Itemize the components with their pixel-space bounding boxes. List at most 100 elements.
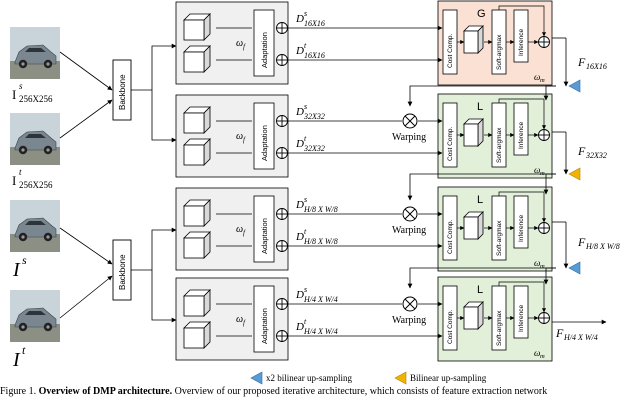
feature-cube-icon [183, 106, 211, 134]
legend-bilinear-label: Bilinear up-sampling [410, 373, 487, 383]
inference-label: Inference [518, 122, 525, 149]
cost-volume-icon [463, 25, 484, 54]
D-target-sup: t [304, 227, 307, 236]
legend-bilinear-icon [394, 371, 407, 385]
backbone-bottom-label: Backbone [118, 254, 127, 290]
upsample-bilinear-icon [568, 167, 581, 181]
omega-m-label: ω [534, 348, 540, 358]
omega-f-label: ω [236, 314, 243, 325]
backbone-top-label: Backbone [118, 74, 127, 110]
warping-label: Warping [392, 315, 426, 326]
input-image-source-256 [9, 26, 61, 80]
cost-computation-label: Cost Comp. [447, 126, 454, 161]
omega-f-label: ω [236, 38, 243, 49]
sum-icon [276, 147, 288, 159]
backbone-bottom: Backbone [59, 227, 177, 323]
D-source-sup: s [304, 285, 307, 294]
matching-module-label: G [477, 8, 486, 20]
cost-computation-label: Cost Comp. [447, 309, 454, 344]
flow-label: F [577, 55, 586, 69]
feature-cube-icon [183, 199, 211, 227]
caption-bold: Overview of DMP architecture. [38, 386, 173, 397]
D-source-sup: s [304, 195, 307, 204]
warping-icon [402, 296, 418, 312]
warping-label: Warping [392, 225, 426, 236]
matching-module-label: L [477, 194, 483, 206]
D-target-label: D [295, 138, 304, 150]
flow-label-sub: H/4 X W/4 [563, 333, 598, 342]
sum-icon [538, 129, 550, 141]
label-source-256-sub: 256X256 [19, 94, 53, 104]
inference-label: Inference [518, 29, 525, 56]
omega-m-label: ω [534, 165, 540, 175]
sum-icon [276, 115, 288, 127]
feature-cube-icon [183, 13, 211, 41]
soft-argmax-label: Soft-argmax [496, 220, 503, 256]
omega-m-sub: m [540, 170, 545, 177]
feature-cube-icon [183, 289, 211, 317]
sum-icon [276, 330, 288, 342]
D-target-sup: t [304, 41, 307, 50]
inference-block [513, 102, 529, 156]
D-target-label: D [295, 45, 304, 57]
D-source-sub: H/8 X W/8 [303, 205, 338, 214]
D-source-label: D [295, 13, 304, 25]
matching-module-label: L [477, 101, 483, 113]
adaptation-label: Adaptation [260, 218, 269, 254]
label-target-full-sup: t [22, 343, 26, 357]
sum-icon [276, 208, 288, 220]
D-target-sup: t [304, 317, 307, 326]
matching-module-label: L [477, 284, 483, 296]
input-image-target-256 [9, 112, 61, 166]
input-image-source-full [9, 199, 61, 253]
sum-icon [276, 54, 288, 66]
omega-m-label: ω [534, 258, 540, 268]
omega-m-sub: m [540, 263, 545, 270]
D-source-sup: s [304, 9, 307, 18]
caption-prefix: Figure 1. [0, 386, 39, 397]
cost-volume-icon [463, 211, 484, 240]
upsample-x2-icon [568, 79, 581, 93]
label-source-256: I [12, 87, 16, 102]
cost-volume-icon [463, 118, 484, 147]
label-source-256-sup: s [19, 81, 23, 91]
label-source-full: I [12, 259, 21, 281]
flow-label-sub: 32X32 [585, 151, 607, 160]
omega-f-label: ω [236, 224, 243, 235]
D-target-sub: H/4 X W/4 [303, 327, 338, 336]
sum-icon [538, 312, 550, 324]
D-source-label: D [295, 289, 304, 301]
flow-label: F [577, 144, 586, 158]
sum-icon [538, 36, 550, 48]
cost-computation-label: Cost Comp. [447, 219, 454, 254]
D-target-sub: 16X16 [304, 51, 325, 60]
label-target-256-sup: t [19, 167, 22, 177]
D-target-sub: 32X32 [303, 144, 325, 153]
caption-rest: Overview of our proposed iterative archi… [172, 386, 548, 397]
legend-x2-label: x2 bilinear up-sampling [266, 373, 352, 383]
omega-f-sub: f [243, 229, 246, 237]
D-source-sup: s [304, 102, 307, 111]
flow-label-sub: 16X16 [586, 62, 607, 71]
sum-icon [276, 240, 288, 252]
D-target-label: D [295, 321, 304, 333]
adaptation-block [253, 9, 275, 77]
sum-icon [276, 22, 288, 34]
backbone-top: Backbone [59, 43, 177, 143]
inference-label: Inference [518, 215, 525, 242]
inference-block [513, 285, 529, 339]
omega-f-sub: f [243, 136, 246, 144]
label-target-256: I [12, 173, 16, 188]
label-target-256-sub: 256X256 [19, 180, 53, 190]
sum-icon [276, 298, 288, 310]
D-source-label: D [295, 106, 304, 118]
label-source-full-sup: s [22, 253, 27, 267]
omega-m-label: ω [534, 72, 540, 82]
adaptation-label: Adaptation [260, 32, 269, 68]
feature-cube-icon [183, 45, 211, 73]
feature-cube-icon [183, 321, 211, 349]
